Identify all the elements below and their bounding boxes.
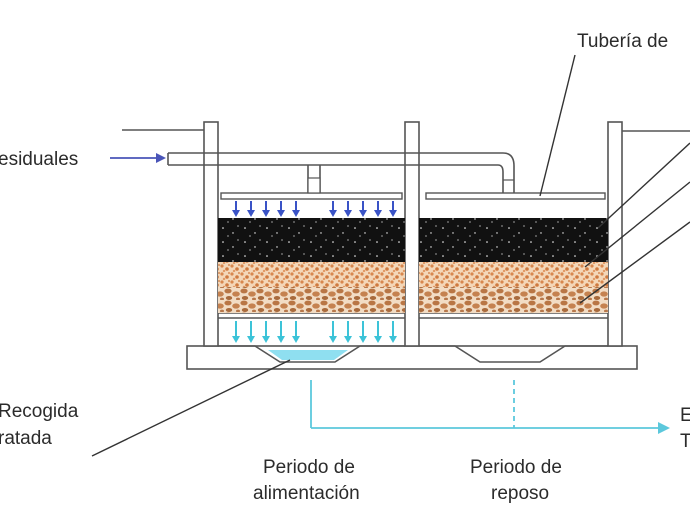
label-right-line2: T — [680, 431, 690, 452]
effluent-arrow-head — [658, 422, 670, 434]
outflow-arrow-head — [232, 336, 240, 343]
outflow-arrow-head — [359, 336, 367, 343]
inflow-arrow-head — [156, 153, 166, 163]
left-distribution-plate — [220, 192, 403, 200]
right-gravel-layer — [419, 287, 608, 313]
leader-sand-layer — [584, 181, 690, 268]
label-collection-line2: ratada — [0, 428, 52, 449]
label-rest-line2: reposo — [491, 483, 549, 504]
downflow-arrows-left — [232, 201, 300, 217]
left-gravel-layer — [218, 287, 405, 313]
left-water — [268, 350, 348, 360]
label-pipe: Tubería de — [577, 31, 668, 52]
label-right-line1: E — [680, 405, 690, 426]
outflow-arrows-left — [232, 321, 300, 343]
label-feeding-line1: Periodo de — [263, 457, 355, 478]
down-arrow-head — [247, 210, 255, 217]
inlet-pipe-bottom — [168, 164, 504, 193]
right-wall — [607, 121, 623, 347]
drop-pipe-1-joint — [307, 177, 321, 194]
outflow-arrow-head — [389, 336, 397, 343]
leader-collection — [91, 359, 291, 457]
down-arrow-head — [232, 210, 240, 217]
down-arrow-head — [359, 210, 367, 217]
label-collection-line1: Recogida — [0, 401, 79, 422]
outflow-arrow-head — [374, 336, 382, 343]
down-arrow-head — [389, 210, 397, 217]
middle-wall — [404, 121, 420, 347]
outflow-arrow-head — [277, 336, 285, 343]
right-bottom-collector — [419, 345, 608, 363]
down-arrow-head — [262, 210, 270, 217]
downflow-arrows-center — [329, 201, 397, 217]
left-bottom-collector — [218, 345, 405, 363]
right-sand-layer — [419, 262, 608, 287]
left-sand-layer — [218, 262, 405, 287]
right-distribution-plate — [425, 192, 606, 200]
leader-pipe — [539, 54, 576, 197]
down-arrow-head — [329, 210, 337, 217]
down-arrow-head — [277, 210, 285, 217]
down-arrow-head — [344, 210, 352, 217]
outflow-arrow-head — [329, 336, 337, 343]
left-wall — [203, 121, 219, 347]
leader-gravel-layer — [579, 221, 690, 304]
outflow-arrow-head — [292, 336, 300, 343]
down-arrow-head — [292, 210, 300, 217]
inlet-pipe-top — [168, 152, 515, 193]
label-inlet: esiduales — [0, 149, 78, 170]
leader-dark-layer — [597, 142, 690, 229]
outflow-arrow-head — [344, 336, 352, 343]
label-feeding-line2: alimentación — [253, 483, 360, 504]
tank-base — [186, 345, 638, 370]
down-arrow-head — [374, 210, 382, 217]
outflow-arrow-head — [262, 336, 270, 343]
outflow-arrow-head — [247, 336, 255, 343]
outflow-arrows-center — [329, 321, 397, 343]
label-rest-line1: Periodo de — [470, 457, 562, 478]
left-dark-layer — [218, 218, 405, 262]
right-dark-layer — [419, 218, 608, 262]
